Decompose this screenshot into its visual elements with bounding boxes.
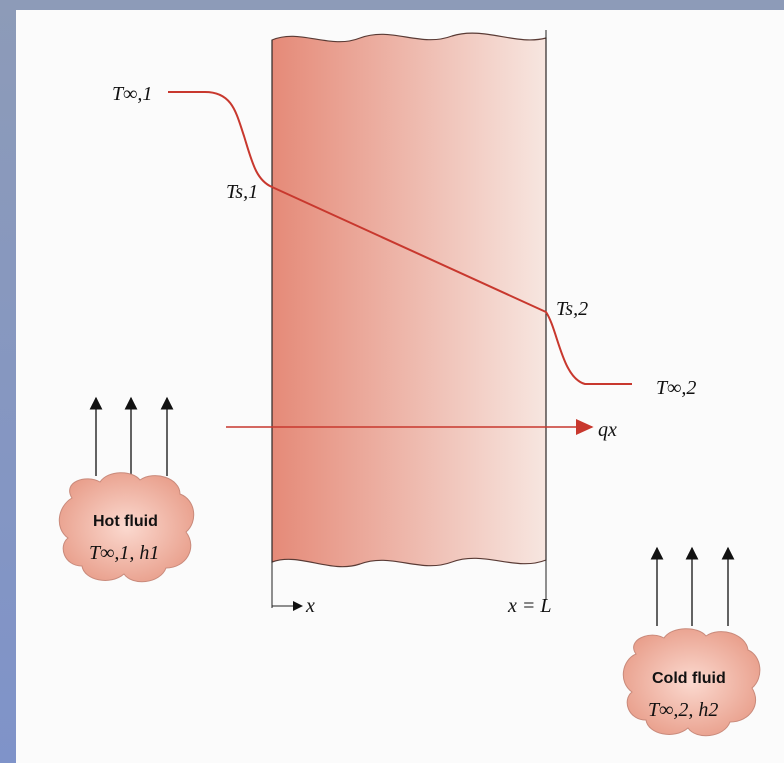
temperature-profile-curve — [168, 91, 632, 385]
cold-fluid-params: T∞,2, h2 — [648, 699, 718, 721]
label-x-origin: x — [305, 595, 315, 617]
label-t-s-1: Ts,1 — [226, 181, 258, 203]
hot-fluid-cloud — [58, 472, 195, 583]
label-t-inf-1: T∞,1 — [112, 83, 152, 105]
hot-fluid-params: T∞,1, h1 — [89, 542, 159, 564]
label-heat-flux: qx — [598, 419, 617, 441]
cold-fluid-arrows — [650, 546, 735, 626]
label-t-inf-2: T∞,2 — [656, 377, 696, 399]
plane-wall — [271, 32, 547, 568]
label-x-end: x = L — [507, 595, 552, 617]
cold-fluid-title: Cold fluid — [652, 670, 726, 687]
hot-fluid-arrows — [89, 396, 174, 476]
cold-fluid-cloud — [622, 628, 761, 737]
hot-fluid-title: Hot fluid — [93, 513, 158, 530]
label-t-s-2: Ts,2 — [556, 298, 588, 320]
